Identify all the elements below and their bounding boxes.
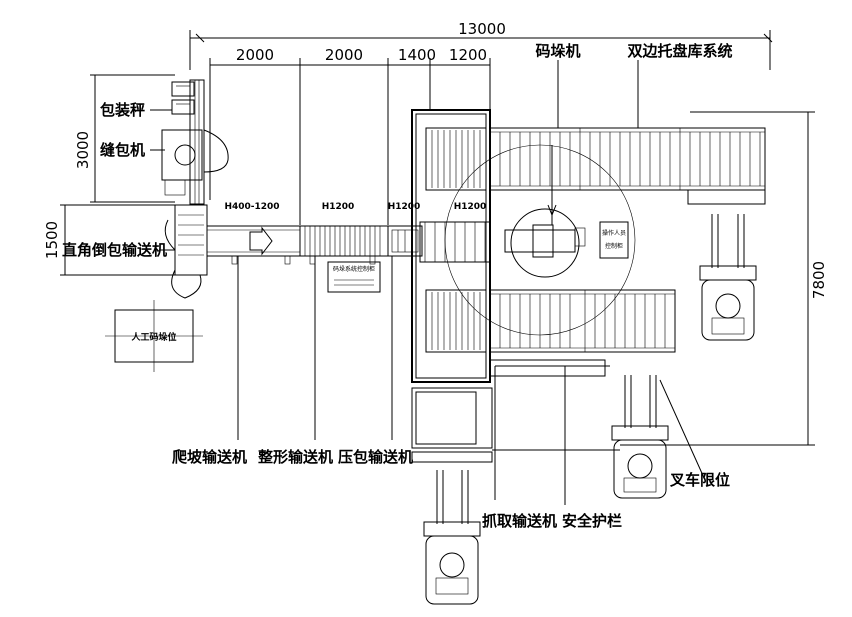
label-climbing-conveyor: 爬坡输送机 — [171, 448, 247, 466]
control-cabinet-label: 码垛系统控制柜 — [333, 265, 375, 273]
dim-3000: 3000 — [74, 131, 92, 169]
dim-seg2: 2000 — [325, 46, 363, 64]
bag-turning-conveyor — [164, 204, 208, 299]
pallet-conveyor-lower — [489, 289, 676, 377]
climbing-conveyor-unit — [206, 225, 301, 265]
label-bagging-scale: 包装秤 — [100, 101, 145, 119]
dim-7800: 7800 — [810, 261, 828, 299]
top-dimension: 13000 — [189, 20, 773, 70]
forklift-bottom — [423, 470, 481, 605]
label-sewing-machine: 缝包机 — [100, 141, 145, 159]
label-bag-turning-conveyor: 直角倒包输送机 — [62, 241, 167, 259]
label-pallet-storage: 双边托盘库系统 — [627, 42, 732, 60]
left-dimensions: 3000 1500 — [43, 74, 175, 276]
forklift-right — [699, 214, 757, 341]
height-h1: H400-1200 — [224, 202, 279, 212]
forklift-middle — [611, 375, 669, 499]
manual-placement-area — [105, 300, 203, 372]
segment-dimensions: 2000 2000 1400 1200 — [209, 46, 491, 225]
control-cabinet: 码垛系统控制柜 — [327, 261, 381, 293]
operator-station: 操作人员 控制柜 — [599, 221, 629, 259]
sewing-machine — [161, 129, 229, 196]
gripping-conveyor-unit — [411, 387, 493, 463]
shaping-conveyor-unit — [299, 225, 389, 265]
pallet-conveyor-upper — [489, 127, 766, 205]
palletizer-frame — [411, 109, 491, 383]
height-h2: H1200 — [322, 202, 355, 212]
operator-label-2: 控制柜 — [605, 242, 623, 250]
height-h4: H1200 — [454, 202, 487, 212]
dim-seg4: 1200 — [449, 46, 487, 64]
dim-seg1: 2000 — [236, 46, 274, 64]
label-palletizer: 码垛机 — [535, 42, 580, 60]
pressing-conveyor-unit — [387, 225, 423, 257]
leader-lines — [150, 60, 706, 481]
label-pressing-conveyor: 压包输送机 — [338, 448, 413, 466]
dim-13000: 13000 — [458, 20, 506, 38]
safety-fence — [492, 365, 620, 505]
operator-label: 操作人员 — [602, 229, 626, 237]
height-h3: H1200 — [388, 202, 421, 212]
dim-1500: 1500 — [43, 221, 61, 259]
bagging-scale — [171, 79, 205, 205]
label-shaping-conveyor: 整形输送机 — [258, 448, 333, 466]
label-safety-fence: 安全护栏 — [562, 512, 622, 530]
label-manual-placement: 人工码垛位 — [130, 331, 176, 343]
label-gripping-conveyor: 抓取输送机 — [482, 512, 557, 530]
right-dimension: 7800 — [620, 111, 828, 446]
dim-seg3: 1400 — [398, 46, 436, 64]
label-forklift-limit: 叉车限位 — [669, 471, 730, 489]
